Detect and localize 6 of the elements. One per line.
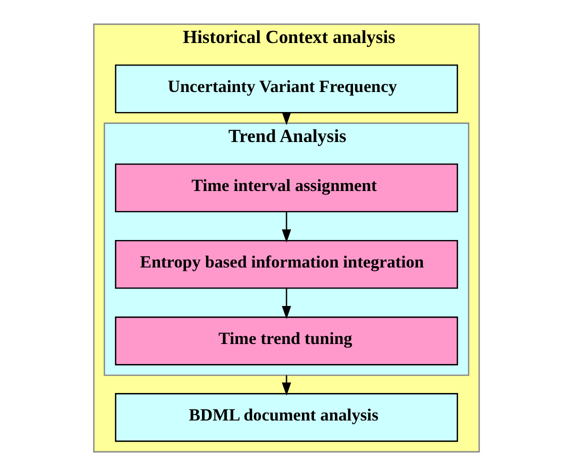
arrow	[282, 288, 292, 320]
node-box: BDML document analysis	[114, 393, 458, 442]
arrow	[282, 212, 292, 243]
node-box: Time interval assignment	[114, 163, 458, 212]
node-box: Entropy based information integration	[114, 240, 458, 289]
node-box: Time trend tuning	[114, 316, 458, 366]
